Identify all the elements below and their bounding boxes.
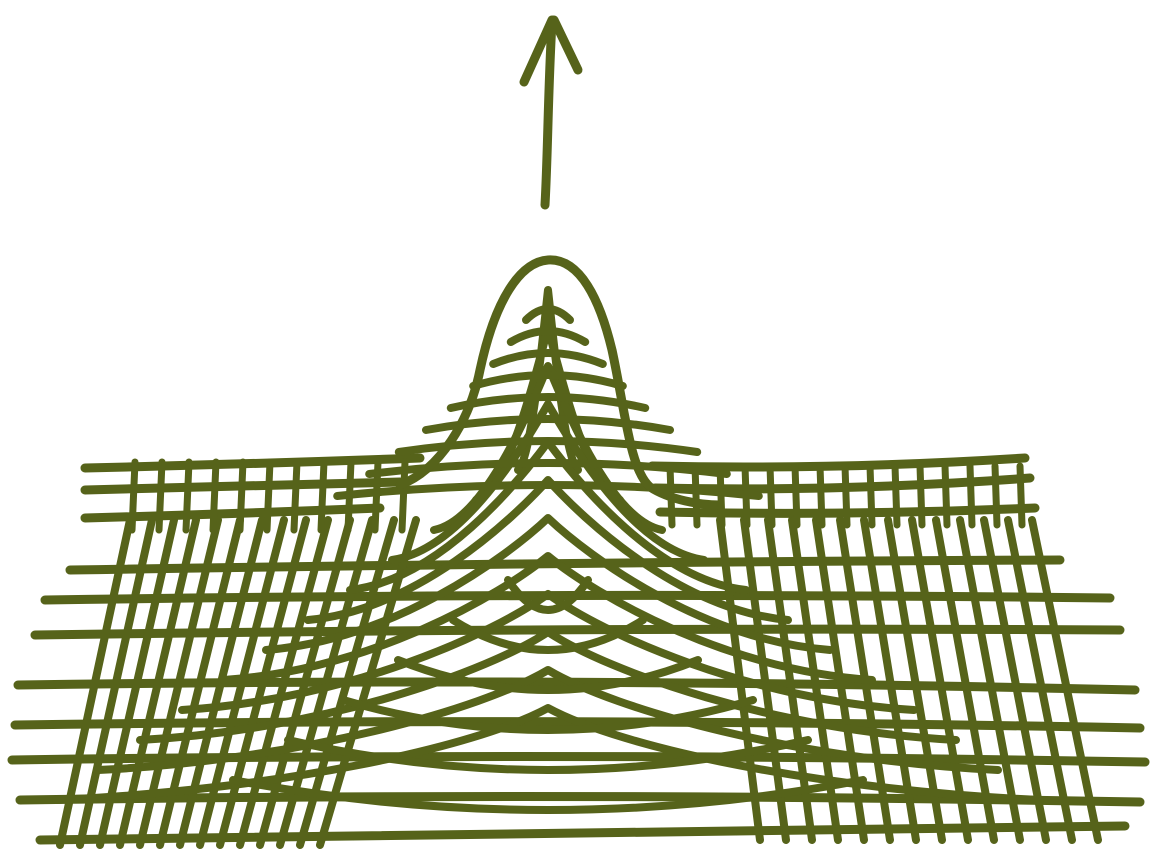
right-grid-column [845,466,847,525]
left-grid-column [213,462,216,530]
right-grid-column [920,466,922,525]
peak-mesh-ring [473,375,623,386]
right-grid-column [945,466,947,525]
right-grid-column [870,466,872,525]
right-grid-column [995,466,997,525]
left-grid-column [186,462,189,530]
right-grid-column [895,466,897,525]
right-grid-column [770,466,772,525]
upward-arrow [524,20,578,205]
left-grid-column [321,462,324,530]
left-grid-column [132,462,135,530]
right-grid-column [970,466,972,525]
left-grid-column [294,462,297,530]
left-grid-column [240,462,243,530]
arrow-shaft [545,22,552,205]
right-grid-column [820,466,822,525]
right-grid-column [695,466,697,525]
arrow-head-right [554,20,578,70]
left-grid-column [267,462,270,530]
right-grid-column [1020,466,1022,525]
right-grid-column [795,466,797,525]
left-grid-column [159,462,162,530]
